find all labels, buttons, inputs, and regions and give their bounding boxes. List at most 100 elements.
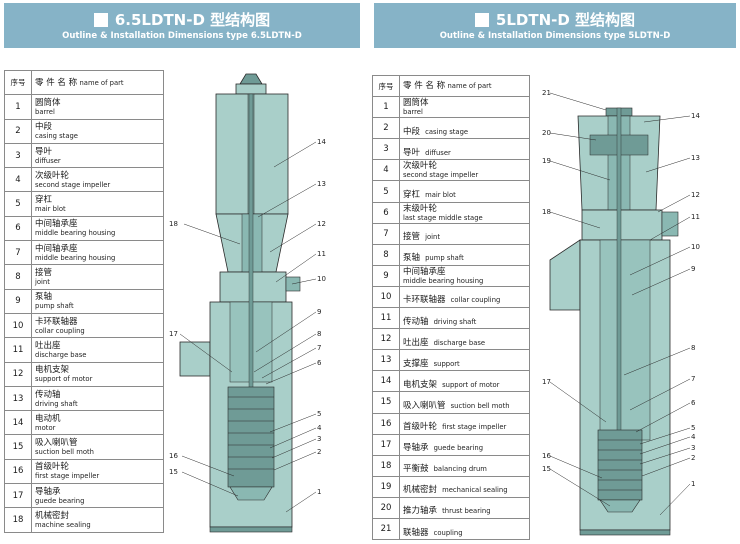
part-name-cn: 电动机 [35, 413, 61, 424]
callout-label: 5 [317, 410, 321, 418]
part-name-cell: 支撑座 support [399, 349, 530, 372]
part-number: 5 [372, 180, 400, 203]
part-number: 10 [4, 312, 32, 339]
part-name-en: first stage impeller [35, 472, 100, 481]
part-name-cn: 卡环联轴器 [35, 316, 78, 327]
part-name-cell: 首级叶轮 first stage impeller [399, 412, 530, 435]
callout-label: 11 [691, 213, 700, 221]
callout-label: 11 [317, 250, 326, 258]
part-name-cell: 泵轴 pump shaft [399, 243, 530, 266]
part-number: 14 [372, 370, 400, 393]
part-name-en: middle bearing housing [35, 229, 116, 238]
part-name-cell: 导轴承 guede bearing [399, 433, 530, 456]
part-number: 2 [372, 117, 400, 140]
part-name-en: last stage middle stage [403, 213, 483, 222]
part-name-en: motor [35, 423, 56, 432]
callout-label: 3 [691, 444, 695, 452]
part-name-en: mair blot [425, 191, 456, 200]
part-name-cn: 泵轴 [403, 253, 421, 264]
square-icon [93, 12, 108, 27]
header-num: 序号 [4, 69, 32, 96]
part-name-cn: 穿杠 [35, 195, 53, 206]
square-icon [474, 12, 489, 27]
part-number: 2 [4, 118, 32, 144]
callout-label: 9 [691, 265, 695, 273]
part-name-cn: 吐出座 [35, 340, 61, 351]
part-name-en: joint [425, 233, 441, 242]
part-number: 12 [4, 361, 32, 387]
part-number: 5 [4, 191, 32, 217]
part-name-cn: 导叶 [403, 147, 421, 158]
part-name-cn: 圆筒体 [403, 98, 429, 109]
part-name-en: guede bearing [433, 444, 484, 453]
left-panel: 6.5LDTN-D 型结构图 Outline & Installation Di… [0, 0, 366, 544]
part-name-en: middle bearing housing [35, 253, 116, 262]
part-name-en: mair blot [35, 205, 66, 214]
header-num: 序号 [372, 74, 400, 98]
part-number: 9 [4, 288, 32, 314]
part-number: 16 [372, 412, 400, 435]
discharge-base [581, 209, 663, 241]
part-name-cn: 中间轴承座 [403, 266, 446, 277]
header-en: name of part [79, 78, 124, 87]
part-name-en: suction bell moth [450, 401, 510, 410]
part-name-en: machine sealing [35, 520, 91, 529]
callout-label: 10 [317, 275, 326, 283]
right-header: 5LDTN-D 型结构图 Outline & Installation Dime… [374, 3, 736, 48]
callout-label: 2 [317, 448, 321, 456]
part-name-en: discharge base [35, 350, 87, 359]
part-name-cn: 机械密封 [403, 485, 438, 496]
part-number: 21 [372, 517, 400, 541]
part-name-cn: 接管 [35, 268, 53, 279]
callout-label: 17 [169, 330, 178, 338]
part-number: 3 [4, 142, 32, 169]
callout-label: 1 [691, 480, 695, 488]
part-number: 16 [4, 458, 32, 485]
part-name-en: guede bearing [35, 496, 85, 505]
part-name-en: middle bearing housing [403, 276, 484, 285]
part-name-en: diffuser [35, 156, 61, 165]
callout-label: 10 [691, 243, 700, 251]
part-number: 10 [372, 285, 400, 309]
right-callouts: 21 14 20 13 19 12 18 11 10 9 8 17 7 6 5 … [542, 89, 700, 488]
part-name-cn: 联轴器 [403, 527, 429, 538]
impeller-stages [597, 429, 643, 501]
part-name-cell: 卡环联轴器 collar coupling [399, 285, 530, 309]
part-name-cell: 中段 casing stage [399, 117, 530, 140]
part-name-cn: 导叶 [35, 146, 53, 157]
callout-label: 20 [542, 129, 551, 137]
part-name-cell: 吸入喇叭管 suction bell moth [399, 391, 530, 414]
callout-label: 14 [317, 138, 326, 146]
left-subtitle: Outline & Installation Dimensions type 6… [62, 31, 302, 41]
part-number: 18 [372, 454, 400, 477]
callout-label: 21 [542, 89, 551, 97]
callout-label: 13 [317, 180, 326, 188]
part-name-cn: 卡环联轴器 [403, 295, 446, 306]
part-name-cn: 次级叶轮 [403, 161, 438, 172]
left-header: 6.5LDTN-D 型结构图 Outline & Installation Di… [4, 3, 360, 48]
